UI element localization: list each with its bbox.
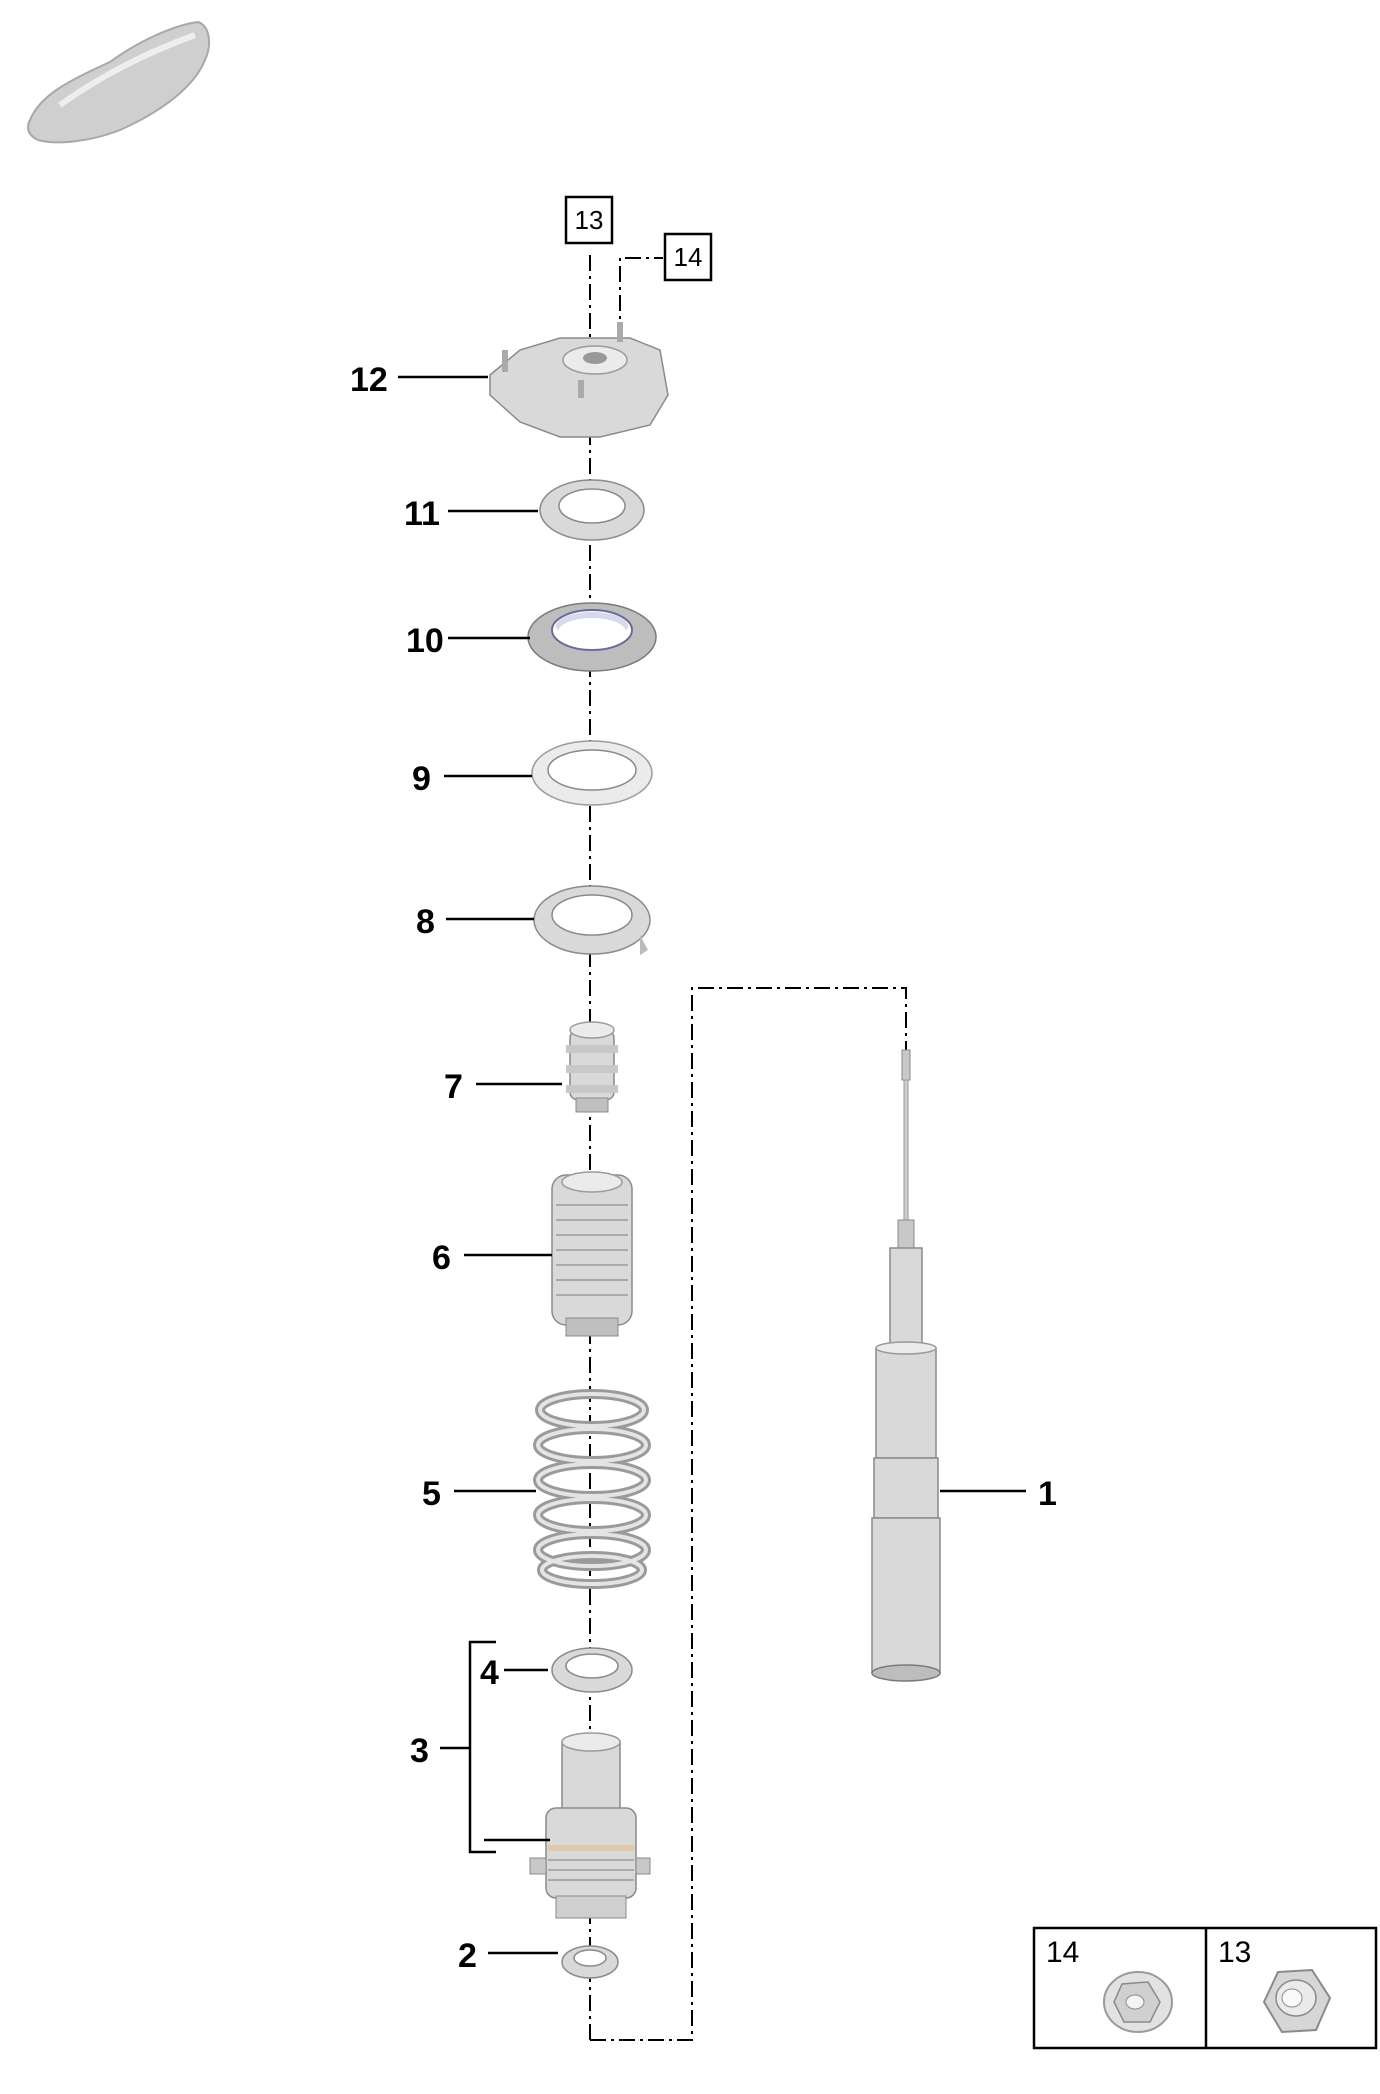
callout-1: 1 [1038,1475,1057,1513]
flange-nut-icon [1103,1971,1173,2033]
callout-10: 10 [406,622,444,660]
strut-routing-line [590,987,907,2041]
callout-7: 7 [444,1068,463,1106]
callout-8: 8 [416,903,435,941]
part-3-adjuster-sleeve [529,1732,651,1919]
part-12-top-mount [489,322,669,438]
boxed-ref-14: 14 [663,232,713,282]
legend-label-13: 13 [1218,1936,1251,1969]
callout-6: 6 [432,1239,451,1277]
part-9-washer [531,740,653,806]
callout-11: 11 [404,495,440,533]
part-6-dust-boot [551,1171,633,1337]
leader-lines [398,375,1026,1955]
part-7-bump-stop [566,1021,618,1113]
legend-label-14: 14 [1046,1936,1079,1969]
part-1-shock-absorber [871,1049,941,1682]
boxed-ref-13: 13 [564,195,614,245]
callout-4: 4 [480,1654,499,1692]
part-10-bearing [527,602,657,672]
stud-axis [619,257,663,340]
callout-12: 12 [350,361,388,399]
callout-3: 3 [410,1732,429,1770]
part-2-lock-nut [561,1945,619,1979]
part-4-collar-ring [551,1647,633,1693]
callout-5: 5 [422,1475,441,1513]
svg-text:13: 13 [575,205,604,235]
fastener-legend: 14 13 [1032,1926,1378,2050]
callout-9: 9 [412,760,431,798]
hex-nut-icon [1262,1968,1332,2034]
car-silhouette-icon [27,20,211,144]
part-8-spring-seat [533,885,651,955]
svg-text:14: 14 [674,242,703,272]
callout-2: 2 [458,1937,477,1975]
part-11-ring [539,479,645,541]
